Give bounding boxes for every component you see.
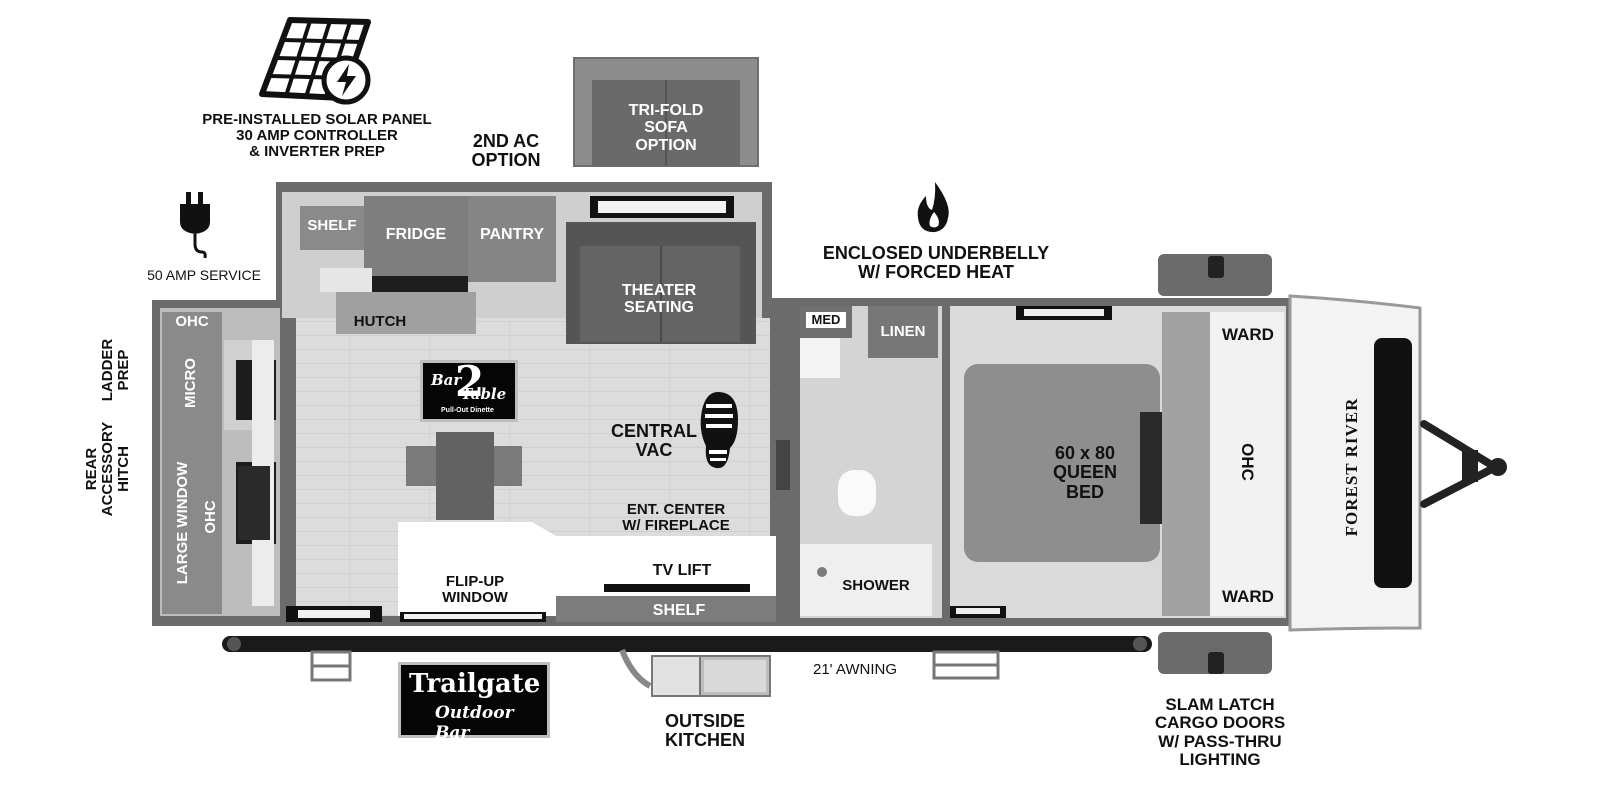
micro-label: MICRO (182, 358, 199, 408)
ohc-front-label: OHC (1238, 443, 1257, 481)
hutch-label: HUTCH (353, 313, 407, 330)
bar-table-num: 2 (455, 357, 485, 406)
outdoor-bar-word: Outdoor Bar (435, 703, 514, 743)
bar-table-word-1: Bar (431, 371, 462, 389)
bar-table-sub: Pull-Out Dinette (441, 407, 494, 414)
flame-icon (917, 182, 949, 233)
trailgate-badge: Trailgate Outdoor Bar (398, 662, 550, 743)
underbelly-label: ENCLOSED UNDERBELLY W/ FORCED HEAT (822, 243, 1050, 283)
outside-kitchen-label: OUTSIDE KITCHEN (664, 711, 745, 751)
central-vac-label: CENTRAL VAC (611, 421, 697, 461)
rear-hitch-label: REAR ACCESSORY HITCH (83, 421, 133, 517)
amp-service-label: 50 AMP SERVICE (147, 267, 261, 283)
linen-label: LINEN (880, 323, 926, 340)
cargo-doors-label: SLAM LATCH CARGO DOORS W/ PASS-THRU LIGH… (1154, 695, 1286, 770)
ohc-rear-top-label: OHC (175, 313, 209, 330)
power-plug-icon (180, 192, 210, 259)
solar-panel-icon (259, 17, 371, 105)
footprint-icon (700, 392, 738, 469)
sofa-option-label: TRI-FOLD SOFA OPTION (628, 102, 704, 154)
ward-top-label: WARD (1222, 325, 1274, 344)
ladder-prep-label: LADDER PREP (99, 338, 133, 402)
bar-table-badge: Bar 2 Table Pull-Out Dinette (420, 357, 518, 422)
large-window-label: LARGE WINDOW (174, 461, 191, 585)
awning-label: 21' AWNING (813, 661, 897, 678)
solar-label: PRE-INSTALLED SOLAR PANEL 30 AMP CONTROL… (202, 111, 432, 161)
ent-center-label: ENT. CENTER W/ FIREPLACE (622, 501, 730, 535)
ward-bottom-label: WARD (1222, 587, 1274, 606)
queen-bed-label: 60 x 80 QUEEN BED (1052, 443, 1117, 502)
ac-option-label: 2ND AC OPTION (471, 131, 541, 171)
shelf-top-label: SHELF (307, 217, 357, 234)
theater-seating-label: THEATER SEATING (621, 282, 697, 317)
trailgate-word: Trailgate (409, 669, 541, 699)
shower-label: SHOWER (842, 577, 910, 594)
tv-lift-label: TV LIFT (652, 562, 712, 579)
forest-river-logo: FOREST RIVER (1342, 397, 1361, 537)
outside-kitchen-unit (619, 648, 771, 697)
ohc-rear-label: OHC (202, 500, 219, 534)
fridge-label: FRIDGE (385, 226, 447, 243)
med-label: MED (811, 312, 841, 327)
pantry-label: PANTRY (480, 226, 544, 243)
bar-table-word-2: Table (461, 385, 507, 403)
flip-up-window-label: FLIP-UP WINDOW (442, 573, 508, 607)
shelf-bottom-label: SHELF (652, 602, 706, 619)
